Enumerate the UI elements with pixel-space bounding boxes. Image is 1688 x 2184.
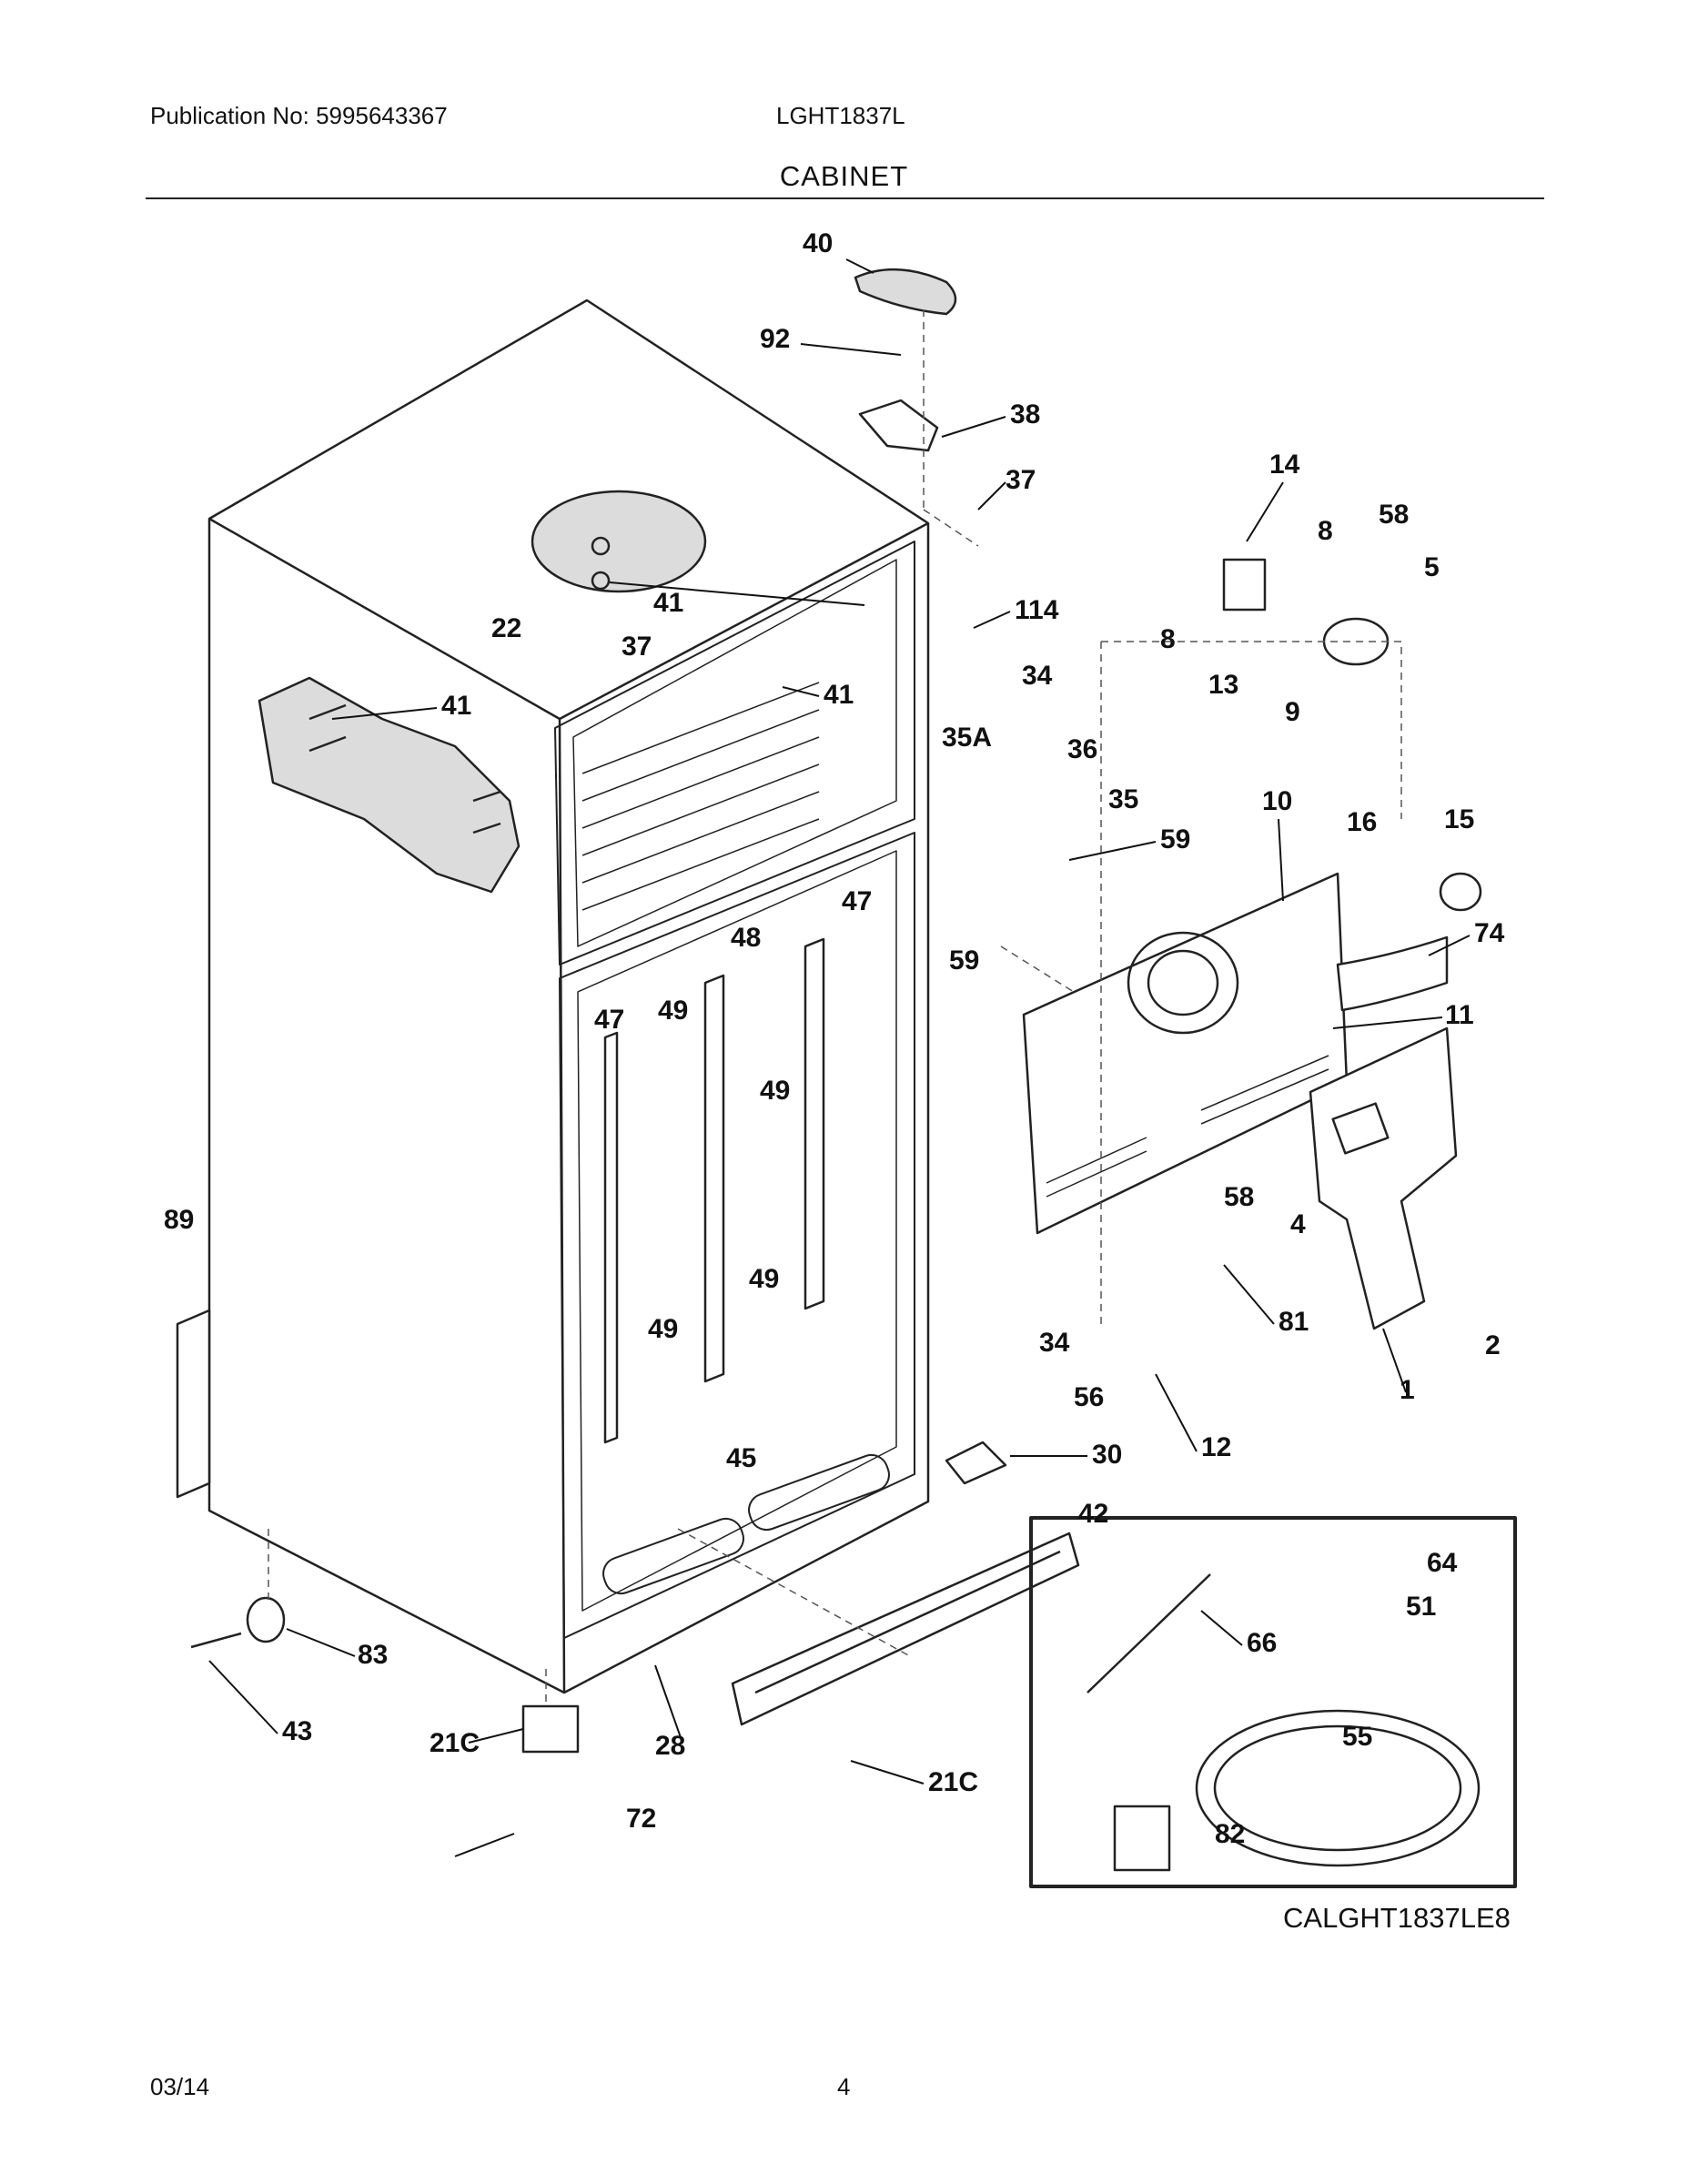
callout-22: 22 <box>491 613 521 643</box>
callout-56: 56 <box>1074 1382 1104 1412</box>
callout-66: 55 <box>1342 1722 1372 1752</box>
evaporator-cover-panel <box>1022 872 1349 1235</box>
callout-35: 35 <box>1108 784 1138 814</box>
callout-9: 9 <box>1285 697 1300 727</box>
title-rule <box>146 197 1544 199</box>
callout-49: 49 <box>658 996 688 1026</box>
footer-date: 03/14 <box>150 2073 210 2100</box>
callout-11: 11 <box>1445 1000 1474 1030</box>
callout-74: 74 <box>1474 918 1505 948</box>
callout-49c: 49 <box>749 1264 779 1294</box>
callout-37: 37 <box>1006 465 1036 495</box>
shelf-ladders <box>603 937 825 1444</box>
bottom-hinge <box>945 1441 1007 1485</box>
callout-13: 13 <box>1208 670 1238 700</box>
callout-37b: 37 <box>622 632 652 662</box>
side-insulation-panel <box>258 676 521 894</box>
callout-2: 2 <box>1485 1330 1501 1360</box>
diagram-code: CALGHT1837LE8 <box>1283 1902 1511 1934</box>
callout-30: 30 <box>1092 1440 1122 1470</box>
callout-47b: 47 <box>594 1005 624 1035</box>
fan-motor <box>1222 558 1390 666</box>
callout-55: 82 <box>1215 1819 1245 1849</box>
callout-45: 64 <box>1427 1548 1458 1578</box>
callout-58: 58 <box>1379 500 1409 530</box>
leader-lines <box>208 258 1471 1857</box>
alignment-lines <box>268 309 1402 1702</box>
toe-grille <box>731 1532 1080 1726</box>
callout-8b: 8 <box>1160 624 1176 654</box>
callout-59b: 59 <box>949 945 979 976</box>
callout-114: 114 <box>1015 595 1059 625</box>
callout-41c: 41 <box>824 680 854 710</box>
callout-16: 16 <box>1347 807 1377 837</box>
callout-82: 83 <box>358 1640 388 1670</box>
callout-28: 72 <box>626 1804 656 1834</box>
callout-49e: 45 <box>726 1443 756 1473</box>
callout-4: 4 <box>1290 1209 1306 1239</box>
callout-83: 43 <box>282 1716 312 1746</box>
callout-34: 34 <box>1022 661 1053 691</box>
page-title: CABINET <box>779 160 909 192</box>
callout-51: 66 <box>1247 1628 1277 1658</box>
icemaker-kit-box <box>1029 1516 1517 1888</box>
callout-42: 42 <box>1078 1499 1108 1529</box>
light-assembly <box>1336 872 1482 1012</box>
callout-labels: 40 92 38 37 14 8 58 5 41 22 37 41 114 8 … <box>164 228 1505 1849</box>
page-number: 4 <box>837 2073 851 2100</box>
callout-41: 41 <box>653 588 683 618</box>
callout-49d: 49 <box>648 1314 678 1344</box>
callout-38: 38 <box>1010 399 1040 430</box>
callout-10: 10 <box>1262 786 1292 816</box>
callout-64: 51 <box>1406 1592 1436 1622</box>
callout-72: 21C <box>928 1767 978 1797</box>
callout-59: 59 <box>1160 824 1190 854</box>
callout-34b: 34 <box>1039 1328 1070 1358</box>
callout-49b: 49 <box>760 1076 790 1106</box>
callout-89: 89 <box>164 1205 194 1235</box>
side-bracket <box>176 1309 211 1499</box>
publication-number: Publication No: 5995643367 <box>150 102 448 129</box>
callout-35A: 35A <box>942 723 992 753</box>
callout-14: 14 <box>1269 450 1300 480</box>
top-evaporator-cover <box>531 490 707 593</box>
callout-40: 40 <box>803 228 833 258</box>
model-number: LGHT1837L <box>776 102 905 129</box>
callout-12: 12 <box>1201 1432 1231 1462</box>
callout-21C: 28 <box>655 1731 685 1761</box>
callout-5: 5 <box>1424 552 1440 582</box>
roller-assembly <box>190 1596 286 1649</box>
callout-43: 21C <box>430 1728 480 1758</box>
callout-48: 48 <box>731 923 761 953</box>
relay-bracket <box>521 1704 580 1754</box>
callout-47: 47 <box>842 886 872 916</box>
callout-36: 36 <box>1067 734 1097 764</box>
cabinet-shell <box>207 298 930 1694</box>
callout-92: 92 <box>760 324 790 354</box>
control-housing <box>1309 1026 1458 1330</box>
top-hinge <box>854 268 957 452</box>
callout-41b: 41 <box>441 691 471 721</box>
callout-58b: 58 <box>1224 1182 1254 1212</box>
callout-81: 81 <box>1279 1307 1309 1337</box>
callout-8: 8 <box>1318 516 1333 546</box>
callout-15: 15 <box>1444 804 1474 834</box>
